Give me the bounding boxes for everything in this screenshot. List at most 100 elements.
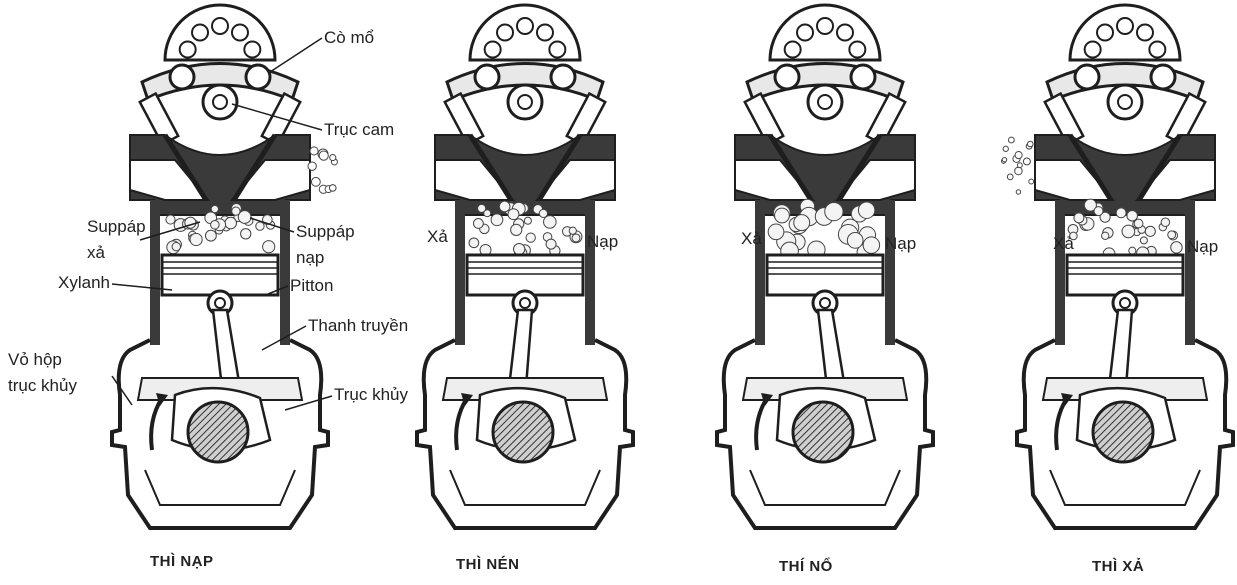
piston-pin-hole: [1120, 298, 1130, 308]
label-intake-valve-line2: nạp: [296, 248, 324, 268]
intake-charge: [308, 162, 316, 170]
gas-particle: [225, 217, 237, 229]
gas-particle: [211, 220, 220, 229]
gas-particle: [1094, 207, 1103, 216]
engine-compression: [417, 5, 633, 528]
cylinder-wall: [1055, 200, 1065, 345]
label-cylinder: Xylanh: [58, 273, 110, 293]
engine-exhaust: [1001, 5, 1233, 528]
gear-hole: [1097, 24, 1113, 40]
gas-particle: [469, 238, 479, 248]
gas-particle: [205, 230, 216, 241]
intake-charge: [330, 155, 336, 161]
cam-lobe: [475, 65, 499, 89]
cylinder-wall: [755, 200, 765, 345]
exhaust-puff: [1017, 163, 1022, 168]
label-exhaust-valve-line1: Suppáp: [87, 217, 146, 237]
gear-hole: [1149, 41, 1165, 57]
gas-particle: [524, 217, 531, 224]
cam-lobe: [851, 65, 875, 89]
gas-particle: [499, 201, 510, 212]
port-exhaust-label: Xả: [427, 227, 448, 247]
gas-particle: [526, 233, 535, 242]
port-intake-label: Nạp: [885, 234, 916, 254]
gas-particle: [511, 224, 522, 235]
gas-particle: [775, 208, 790, 223]
gas-particle: [1140, 237, 1147, 244]
gas-particle: [572, 234, 580, 242]
intake-charge: [311, 177, 320, 186]
oil-pan-line: [450, 470, 600, 505]
gear-hole: [549, 41, 565, 57]
crankshaft-journal: [493, 402, 553, 462]
exhaust-puff: [1027, 141, 1033, 147]
gear-hole: [497, 24, 513, 40]
gas-particle: [825, 202, 843, 220]
camshaft: [1108, 85, 1142, 119]
label-piston: Pitton: [290, 276, 333, 296]
gas-particle: [1074, 213, 1084, 223]
piston-pin-hole: [820, 298, 830, 308]
gas-particle: [794, 215, 810, 231]
camshaft: [508, 85, 542, 119]
caption-power-stroke: THÍ NỔ: [779, 558, 833, 575]
port-intake-label: Nạp: [1187, 237, 1218, 257]
gear-hole: [797, 24, 813, 40]
exhaust-puff: [1029, 179, 1034, 184]
gas-particle: [569, 227, 576, 234]
label-exhaust-valve-line2: xả: [87, 243, 105, 263]
gas-particle: [863, 237, 879, 253]
piston: [767, 255, 883, 295]
label-camshaft: Trục cam: [324, 120, 394, 140]
oil-pan-line: [1050, 470, 1200, 505]
gas-particle: [238, 211, 251, 224]
port-exhaust-label: Xả: [741, 229, 762, 249]
intake-charge: [319, 151, 328, 160]
engine-power: [717, 5, 933, 528]
label-crankcase-line1: Vỏ hộp: [8, 350, 62, 370]
gear-hole: [517, 18, 533, 34]
rotation-arrow: [1056, 398, 1067, 450]
gear-hole: [485, 41, 501, 57]
cam-lobe: [551, 65, 575, 89]
piston: [162, 255, 278, 295]
label-connecting-rod: Thanh truyền: [308, 316, 408, 336]
cylinder-wall: [1185, 200, 1195, 345]
gear-hole: [537, 24, 553, 40]
gas-particle: [1116, 208, 1126, 218]
port-intake-label: Nạp: [587, 232, 618, 252]
rotation-arrow: [756, 398, 767, 450]
exhaust-puff: [1016, 190, 1020, 194]
gas-particle: [514, 243, 525, 254]
gas-particle: [858, 202, 874, 218]
cam-lobe: [775, 65, 799, 89]
gear-hole: [837, 24, 853, 40]
gas-particle: [1122, 225, 1135, 238]
cam-lobe: [170, 65, 194, 89]
cylinder-wall: [885, 200, 895, 345]
exhaust-puff: [1007, 174, 1013, 180]
camshaft: [203, 85, 237, 119]
oil-pan-line: [145, 470, 295, 505]
gas-particle: [256, 222, 264, 230]
gas-particle: [491, 214, 503, 226]
gas-particle: [211, 205, 218, 212]
caption-compression-stroke: THÌ NÉN: [456, 556, 520, 573]
exhaust-puff: [1008, 137, 1014, 143]
exhaust-puff: [1023, 158, 1030, 165]
label-crankcase-line2: trục khủy: [8, 376, 77, 396]
rotation-arrow: [456, 398, 467, 450]
cylinder-wall: [585, 200, 595, 345]
gear-hole: [785, 41, 801, 57]
gear-hole: [212, 18, 228, 34]
cylinder-wall: [455, 200, 465, 345]
gas-particle: [1102, 232, 1109, 239]
gas-particle: [1168, 231, 1176, 239]
crankshaft-journal: [793, 402, 853, 462]
exhaust-puff: [1002, 157, 1006, 161]
gas-particle: [539, 209, 547, 217]
gas-particle: [1134, 219, 1143, 228]
rotation-arrow: [151, 398, 162, 450]
exhaust-puff: [1003, 146, 1008, 151]
